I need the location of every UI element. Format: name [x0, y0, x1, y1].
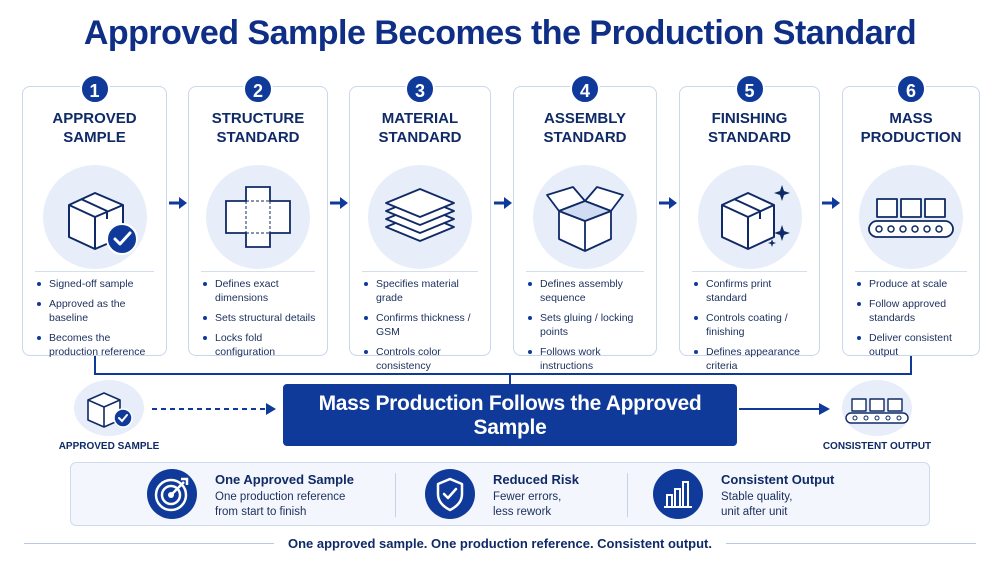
footer-tagline: One approved sample. One production refe… — [0, 536, 1000, 551]
step-number-badge: 4 — [570, 74, 600, 104]
arrow-right-icon — [330, 197, 348, 209]
banner-title: Mass Production Follows the Approved Sam… — [318, 392, 702, 439]
divider — [395, 473, 396, 517]
arrow-right-icon — [494, 197, 512, 209]
conveyor-icon — [859, 165, 963, 269]
page-title: Approved Sample Becomes the Production S… — [83, 14, 917, 52]
step-bullets: Confirms print standard Controls coating… — [694, 277, 811, 379]
banner-subtitle: Every unit is produced to the same appro… — [352, 444, 668, 459]
step-bullets: Defines exact dimensions Sets structural… — [203, 277, 319, 365]
box-check-icon — [42, 165, 147, 269]
step-title: FINISHING STANDARD — [707, 110, 792, 146]
bullet-item: Locks fold configuration — [203, 331, 319, 359]
benefit-consistent-output: Consistent Output Stable quality, unit a… — [653, 463, 873, 525]
box-sparkle-icon — [697, 165, 802, 269]
bullet-item: Becomes the production reference — [37, 331, 158, 359]
bullet-item: Approved as the baseline — [37, 297, 158, 325]
target-icon — [147, 469, 197, 519]
step-bullets: Specifies material grade Confirms thickn… — [364, 277, 482, 379]
solid-arrow-icon — [739, 403, 830, 415]
bullet-item: Controls color consistency — [364, 345, 482, 373]
arrow-right-icon — [659, 197, 677, 209]
open-box-icon — [533, 165, 637, 269]
consistent-output-label: CONSISTENT OUTPUT — [822, 441, 932, 452]
bullet-item: Produce at scale — [857, 277, 971, 291]
benefit-description: Stable quality, unit after unit — [721, 491, 793, 518]
step-number-badge: 3 — [405, 74, 435, 104]
benefit-title: Reduced Risk — [493, 472, 579, 487]
step-number-badge: 1 — [79, 74, 110, 104]
benefit-description: Fewer errors, less rework — [493, 491, 562, 518]
step-card-finishing-standard: 5 FINISHING STANDARD Confirms print stan… — [679, 74, 820, 372]
approved-sample-label: APPROVED SAMPLE — [58, 441, 160, 452]
benefit-one-approved-sample: One Approved Sample One production refer… — [147, 463, 387, 525]
step-card-assembly-standard: 4 ASSEMBLY STANDARD Defines assembly seq… — [513, 74, 657, 372]
step-title: APPROVED SAMPLE — [52, 110, 137, 146]
mass-production-banner: Mass Production Follows the Approved Sam… — [283, 384, 737, 459]
bullet-item: Sets gluing / locking points — [528, 311, 648, 339]
box-dieline-icon — [206, 165, 310, 269]
dashed-arrow-icon — [152, 403, 276, 415]
approved-sample-icon — [74, 380, 144, 436]
benefit-reduced-risk: Reduced Risk Fewer errors, less rework — [425, 463, 625, 525]
step-title: MATERIAL STANDARD — [378, 110, 462, 146]
step-title: STRUCTURE STANDARD — [211, 110, 305, 146]
bar-chart-icon — [653, 469, 703, 519]
step-bullets: Signed-off sample Approved as the baseli… — [37, 277, 158, 365]
bullet-item: Follows work instructions — [528, 345, 648, 373]
footer-text: One approved sample. One production refe… — [273, 536, 726, 551]
bullet-item: Defines exact dimensions — [203, 277, 319, 305]
step-title: ASSEMBLY STANDARD — [543, 110, 627, 146]
bullet-item: Controls coating / finishing — [694, 311, 811, 339]
arrow-right-icon — [822, 197, 840, 209]
bullet-item: Confirms thickness / GSM — [364, 311, 482, 339]
step-card-material-standard: 3 MATERIAL STANDARD Specifies material g… — [349, 74, 491, 372]
connector-line — [94, 373, 912, 375]
consistent-output-icon — [842, 380, 912, 436]
bullet-item: Defines appearance criteria — [694, 345, 811, 373]
bullet-item: Confirms print standard — [694, 277, 811, 305]
bullet-item: Signed-off sample — [37, 277, 158, 291]
step-number-badge: 6 — [896, 74, 926, 104]
connector-line — [509, 373, 511, 384]
bullet-item: Deliver consistent output — [857, 331, 971, 359]
bullet-item: Defines assembly sequence — [528, 277, 648, 305]
divider — [627, 473, 628, 517]
step-card-structure-standard: 2 STRUCTURE STANDARD Defines exact dimen… — [188, 74, 328, 358]
benefit-title: Consistent Output — [721, 472, 835, 487]
benefit-description: One production reference from start to f… — [215, 491, 346, 518]
material-layers-icon — [368, 165, 472, 269]
bullet-item: Specifies material grade — [364, 277, 482, 305]
benefits-panel: One Approved Sample One production refer… — [70, 462, 930, 526]
step-number-badge: 5 — [734, 74, 765, 104]
step-bullets: Defines assembly sequence Sets gluing / … — [528, 277, 648, 379]
step-card-approved-sample: 1 APPROVED SAMPLE Signed-off sample Appr… — [22, 74, 167, 358]
shield-check-icon — [425, 469, 475, 519]
step-number-badge: 2 — [243, 74, 273, 104]
connector-line — [94, 356, 96, 374]
step-title: MASS PRODUCTION — [860, 110, 962, 146]
connector-line — [910, 356, 912, 374]
bullet-item: Follow approved standards — [857, 297, 971, 325]
benefit-title: One Approved Sample — [215, 472, 354, 487]
bullet-item: Sets structural details — [203, 311, 319, 325]
step-card-mass-production: 6 MASS PRODUCTION Produce at scale Follo… — [842, 74, 980, 358]
arrow-right-icon — [169, 197, 187, 209]
step-bullets: Produce at scale Follow approved standar… — [857, 277, 971, 365]
